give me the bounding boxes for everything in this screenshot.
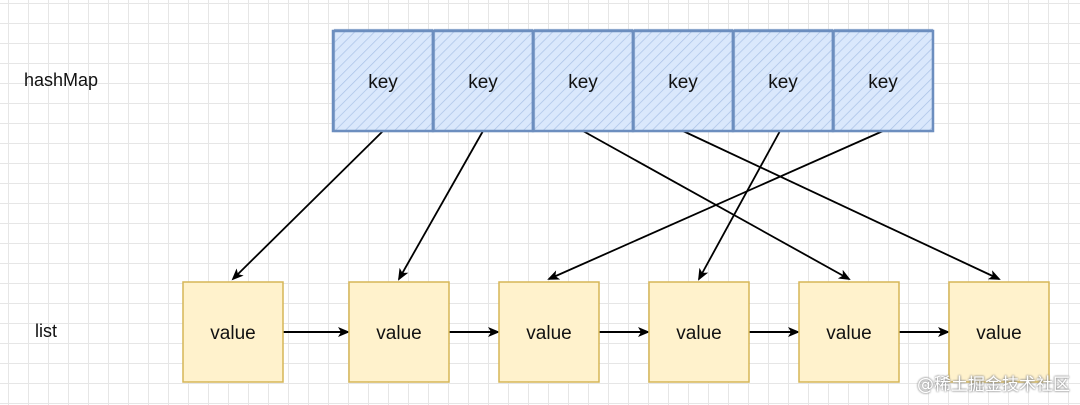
key-label: key: [368, 72, 398, 93]
value-box: [182, 281, 284, 383]
key-to-value-arrow: [398, 130, 484, 281]
value-node: value: [948, 281, 1050, 383]
key-node: key: [731, 28, 835, 133]
value-box: [648, 281, 750, 383]
key-to-value-arrow: [547, 130, 884, 280]
key-node: key: [831, 28, 935, 133]
key-label: key: [468, 72, 498, 93]
value-label: value: [826, 323, 871, 344]
value-label: value: [210, 323, 255, 344]
watermark-text: @稀土掘金技术社区: [917, 375, 1070, 395]
key-to-value-arrow: [698, 130, 781, 281]
key-label: key: [668, 72, 698, 93]
value-label: value: [976, 323, 1021, 344]
key-box: [531, 29, 635, 133]
key-to-value-arrow: [231, 130, 384, 281]
key-box: [731, 29, 835, 133]
key-box: [331, 29, 435, 133]
value-node: value: [498, 281, 600, 383]
value-box: [498, 281, 600, 383]
value-label: value: [376, 323, 421, 344]
value-node: value: [348, 281, 450, 383]
value-box: [348, 281, 450, 383]
value-node: value: [798, 281, 900, 383]
key-node: key: [531, 28, 635, 133]
key-label: key: [868, 72, 898, 93]
key-node: key: [631, 28, 735, 133]
value-label: value: [676, 323, 721, 344]
hashmap-row-label: hashMap: [24, 70, 99, 90]
value-label: value: [526, 323, 571, 344]
keys-layer: key key key key key key: [331, 28, 935, 133]
key-node: key: [331, 28, 435, 133]
value-node: value: [648, 281, 750, 383]
key-node: key: [431, 28, 535, 133]
key-to-value-arrow: [682, 130, 1001, 280]
list-row-label: list: [35, 321, 57, 341]
key-label: key: [568, 72, 598, 93]
value-node: value: [182, 281, 284, 383]
value-box: [798, 281, 900, 383]
edges-layer: [231, 130, 1001, 337]
key-label: key: [768, 72, 798, 93]
values-layer: value value value value value value: [182, 281, 1050, 383]
value-box: [948, 281, 1050, 383]
